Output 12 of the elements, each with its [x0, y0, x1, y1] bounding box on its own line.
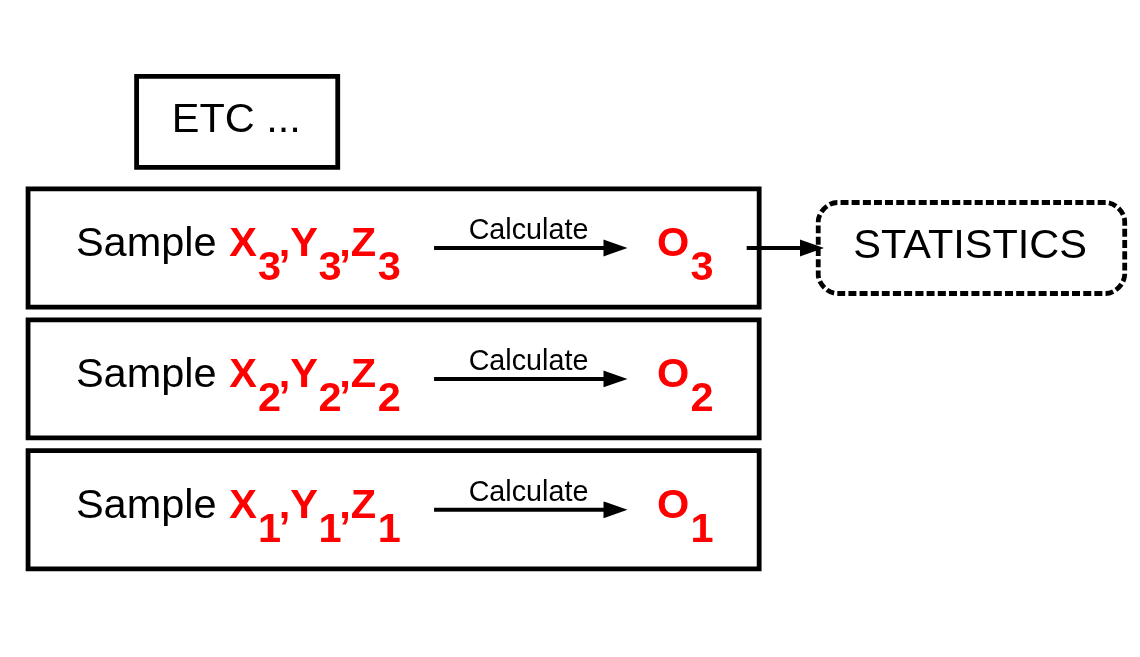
cluster — [25, 186, 762, 309]
node-box: ETC ... — [134, 73, 341, 170]
edge-label: Calculate — [468, 474, 589, 507]
edge-label: Calculate — [468, 212, 589, 245]
cluster — [25, 316, 762, 440]
arrow — [434, 370, 628, 387]
arrow — [434, 239, 628, 256]
node-box: STATISTICS — [815, 199, 1128, 296]
arrow — [746, 239, 824, 256]
edge-label: Calculate — [468, 343, 589, 376]
cluster — [25, 447, 762, 571]
arrow — [434, 500, 628, 518]
